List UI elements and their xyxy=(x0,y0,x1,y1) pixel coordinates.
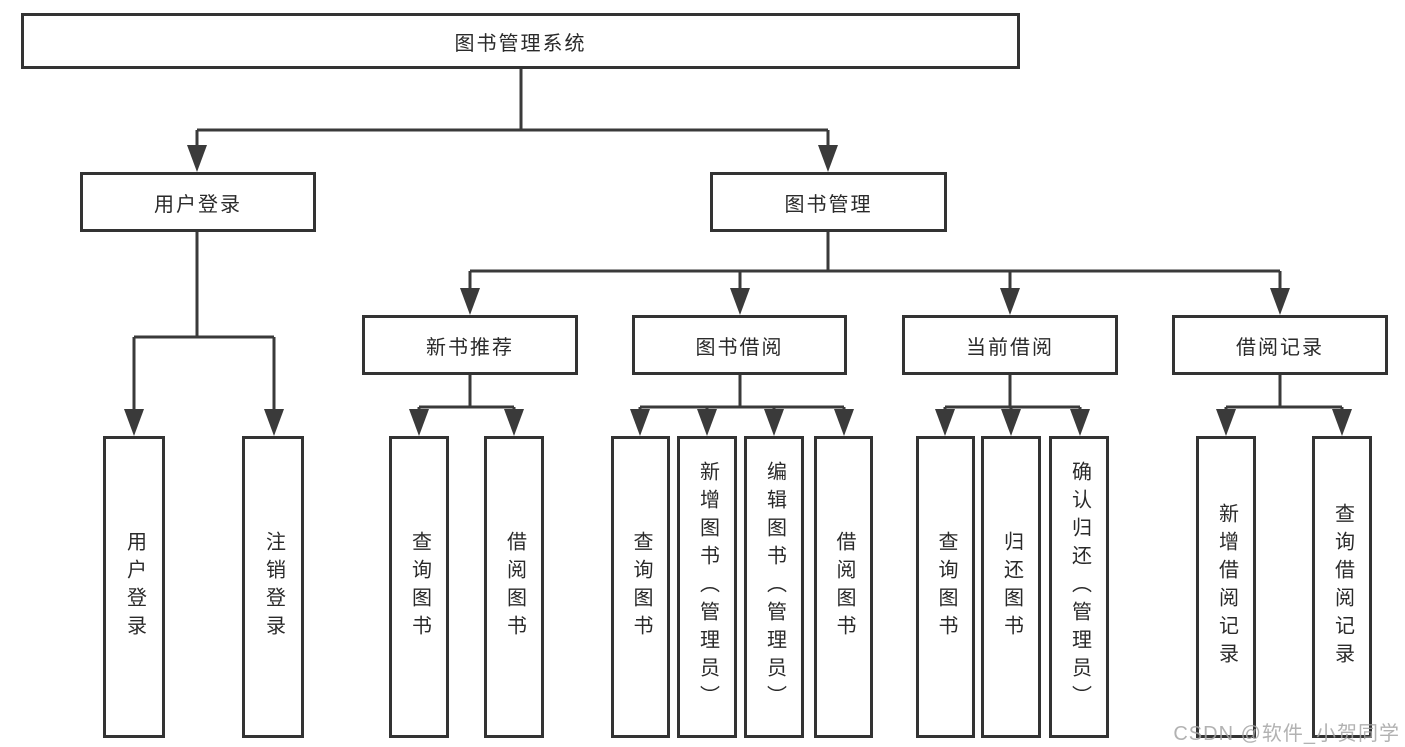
node-new-book-recommend: 新书推荐 xyxy=(362,315,578,375)
connector-lines xyxy=(132,69,1344,413)
leaf-borrow-books-label: 借阅图书 xyxy=(833,531,855,643)
leaf-add-book-admin-label: 新增图书（管理员） xyxy=(696,461,719,713)
leaf-confirm-return-admin-label: 确认归还（管理员） xyxy=(1068,461,1091,713)
leaf-logout-login-label: 注销登录 xyxy=(262,531,285,643)
leaf-query-borrow-record: 查询借阅记录 xyxy=(1312,436,1372,738)
leaf-add-borrow-record: 新增借阅记录 xyxy=(1196,436,1256,738)
node-user-login: 用户登录 xyxy=(80,172,316,232)
leaf-query-books-current-label: 查询图书 xyxy=(935,531,957,643)
node-current-borrow-label: 当前借阅 xyxy=(966,336,1054,359)
leaf-edit-book-admin: 编辑图书（管理员） xyxy=(744,436,804,738)
node-book-borrow-label: 图书借阅 xyxy=(695,336,784,359)
node-user-login-label: 用户登录 xyxy=(154,193,242,216)
node-borrow-record-label: 借阅记录 xyxy=(1236,336,1324,359)
node-current-borrow: 当前借阅 xyxy=(902,315,1118,375)
leaf-query-books-recommend: 查询图书 xyxy=(389,436,449,738)
node-book-borrow: 图书借阅 xyxy=(632,315,847,375)
leaf-user-login: 用户登录 xyxy=(103,436,165,738)
node-book-management: 图书管理 xyxy=(710,172,947,232)
node-borrow-record: 借阅记录 xyxy=(1172,315,1388,375)
leaf-query-books-borrow: 查询图书 xyxy=(611,436,670,738)
leaf-logout-login: 注销登录 xyxy=(242,436,304,738)
arrowheads xyxy=(124,145,1352,436)
leaf-query-books-current: 查询图书 xyxy=(916,436,975,738)
leaf-query-borrow-record-label: 查询借阅记录 xyxy=(1331,503,1354,671)
leaf-query-books-borrow-label: 查询图书 xyxy=(630,531,652,643)
leaf-confirm-return-admin: 确认归还（管理员） xyxy=(1049,436,1109,738)
csdn-watermark: CSDN @软件_小贺同学 xyxy=(1173,723,1400,745)
node-new-book-recommend-label: 新书推荐 xyxy=(426,336,514,359)
leaf-borrow-books: 借阅图书 xyxy=(814,436,873,738)
leaf-borrow-books-recommend: 借阅图书 xyxy=(484,436,544,738)
leaf-return-book-label: 归还图书 xyxy=(1000,531,1023,643)
node-root-label: 图书管理系统 xyxy=(454,32,587,55)
leaf-add-book-admin: 新增图书（管理员） xyxy=(677,436,737,738)
leaf-return-book: 归还图书 xyxy=(981,436,1041,738)
node-book-management-label: 图书管理 xyxy=(784,193,873,216)
leaf-query-books-recommend-label: 查询图书 xyxy=(408,531,431,643)
leaf-user-login-label: 用户登录 xyxy=(123,531,146,643)
leaf-edit-book-admin-label: 编辑图书（管理员） xyxy=(763,461,786,713)
leaf-borrow-books-recommend-label: 借阅图书 xyxy=(503,531,526,643)
leaf-add-borrow-record-label: 新增借阅记录 xyxy=(1215,503,1238,671)
node-root: 图书管理系统 xyxy=(21,13,1020,69)
